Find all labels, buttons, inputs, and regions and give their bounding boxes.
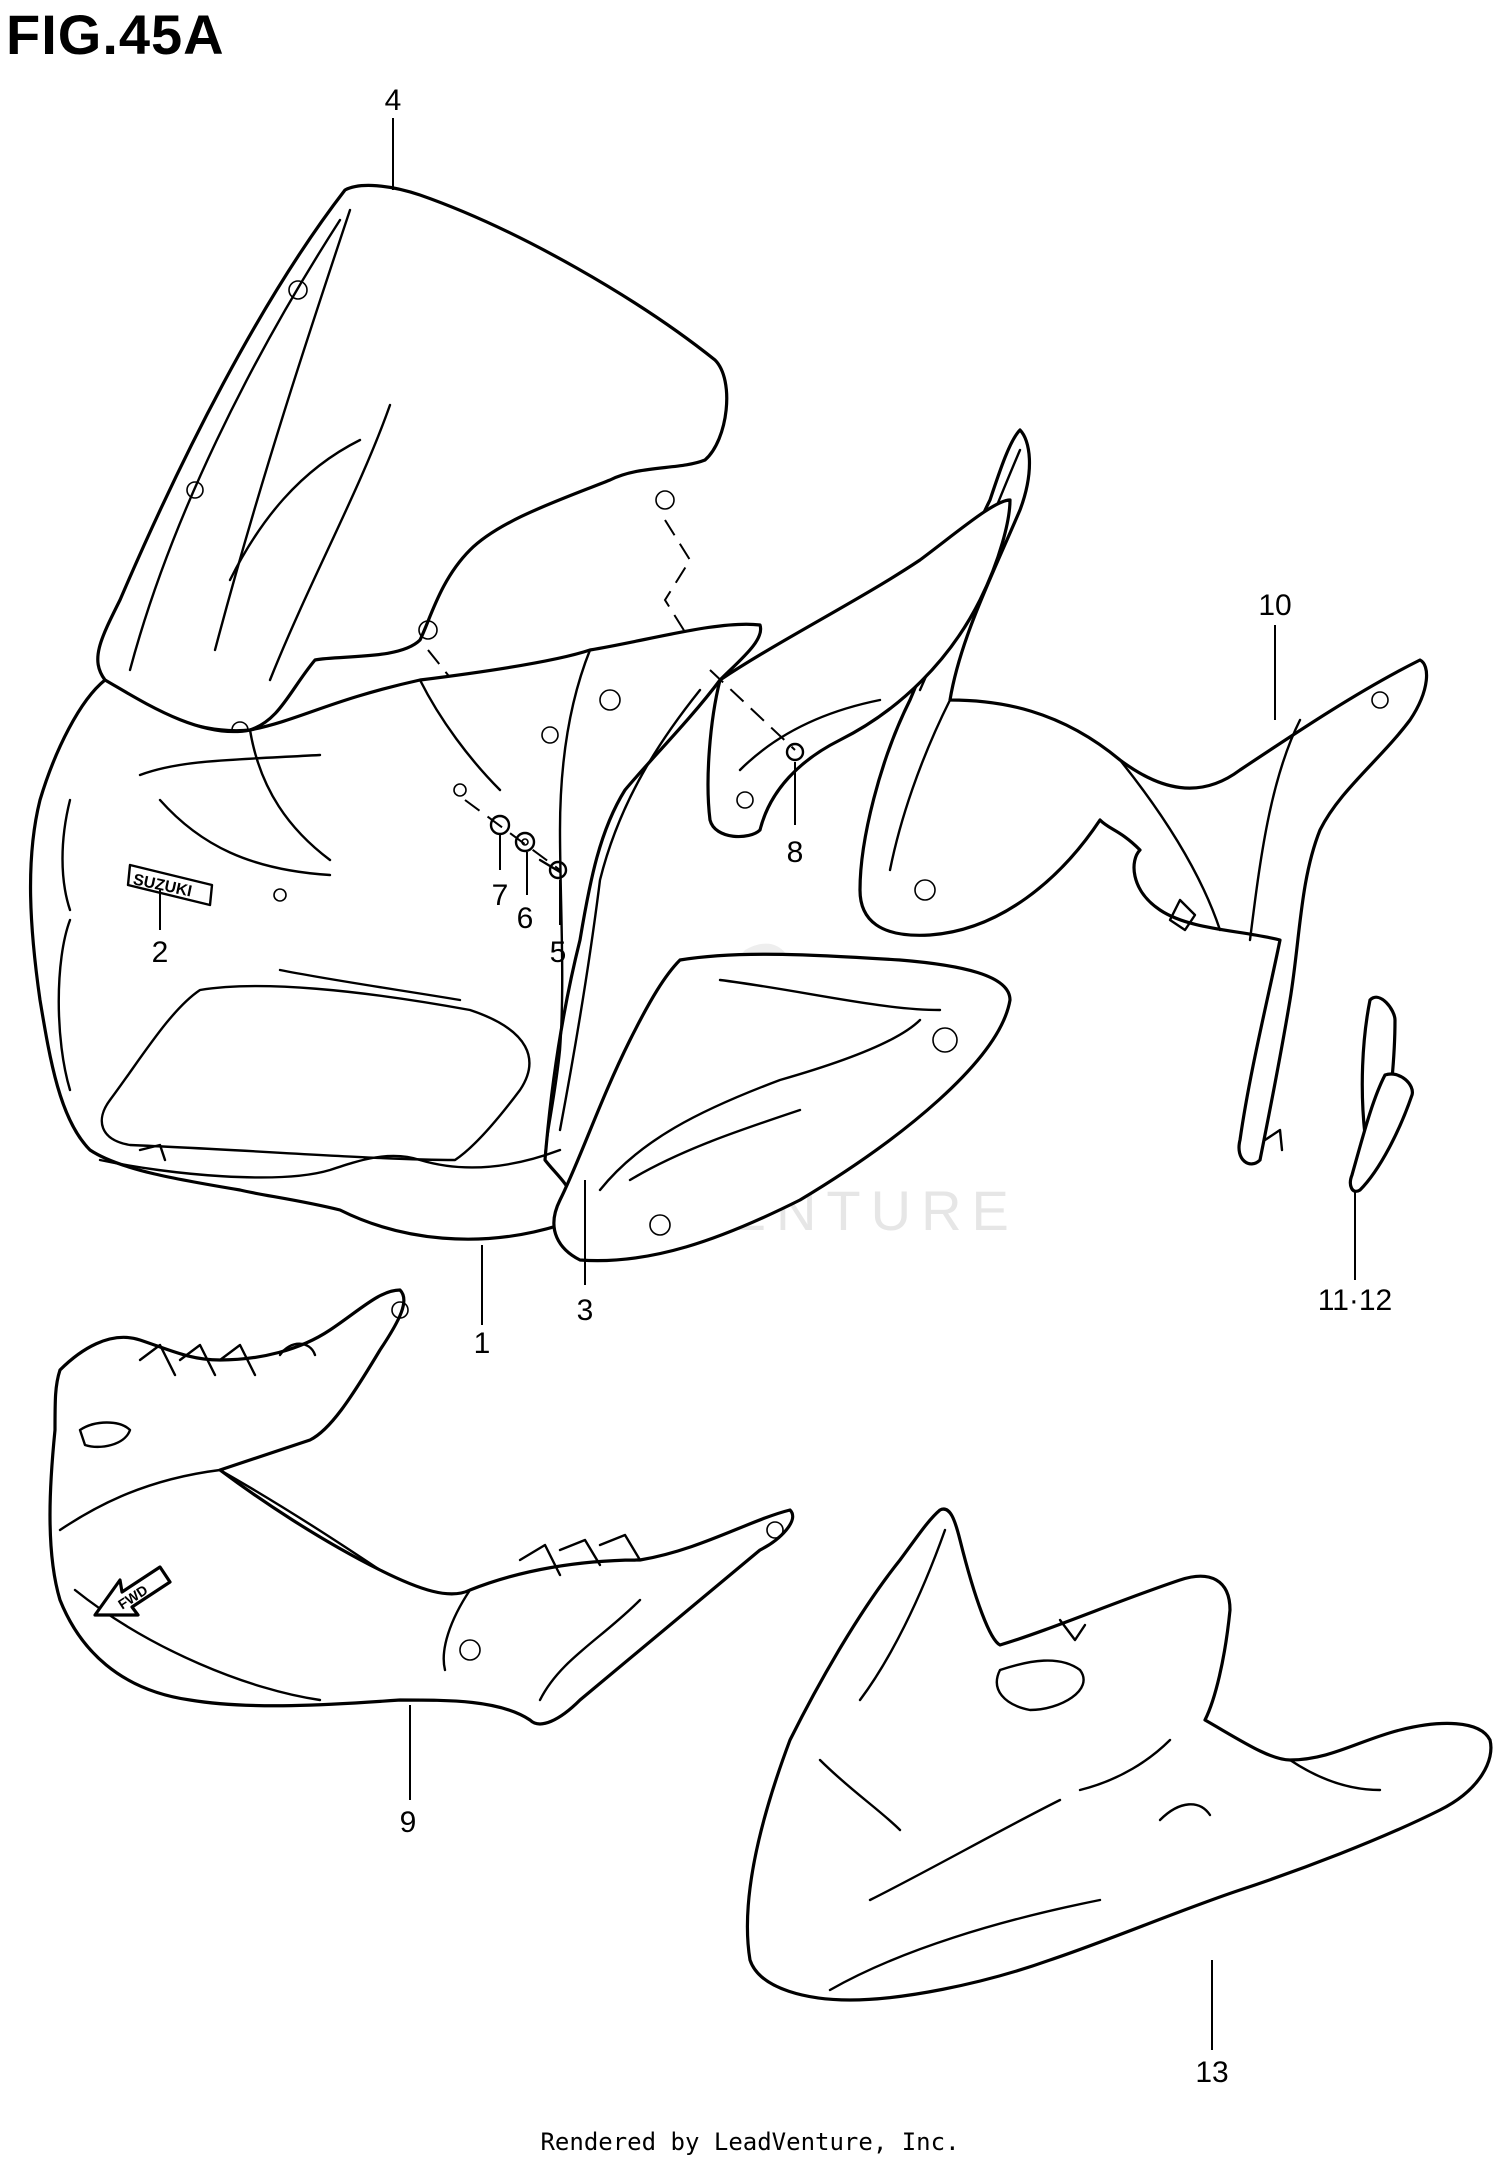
callout-5: 5 (550, 936, 567, 969)
callout-8: 8 (787, 836, 804, 869)
part-upper-cowl (28, 622, 763, 1241)
fasteners (464, 669, 805, 880)
leader-lines (159, 118, 1356, 2050)
callout-2: 2 (152, 936, 169, 969)
callout-4: 4 (385, 84, 402, 117)
callout-11-12: 11·12 (1318, 1284, 1393, 1317)
callout-1: 1 (474, 1327, 491, 1360)
callout-13: 13 (1195, 2056, 1228, 2089)
fastener-6 (514, 831, 536, 853)
part-inner-panel (858, 428, 1429, 1166)
part-windscreen (96, 183, 729, 761)
part-inner-bracket (706, 498, 1012, 839)
callout-labels: 4 1 2 3 5 6 7 8 9 10 11·12 13 (152, 84, 1393, 2089)
part-under-cowl (745, 1507, 1493, 2002)
figure-title: FIG.45A (6, 3, 225, 66)
callout-9: 9 (400, 1806, 417, 1839)
part-side-panel (552, 952, 1012, 1263)
callout-6: 6 (517, 902, 534, 935)
callout-3: 3 (577, 1294, 594, 1327)
fwd-arrow-icon: FWD (93, 1565, 172, 1617)
fastener-7 (489, 814, 511, 836)
fastener-8 (785, 742, 805, 762)
part-small-brackets (1348, 995, 1414, 1193)
footer-credit: Rendered by LeadVenture, Inc. (540, 2128, 960, 2156)
callout-7: 7 (492, 879, 509, 912)
callout-10: 10 (1258, 589, 1291, 622)
part-lower-cowl (48, 1288, 795, 1726)
